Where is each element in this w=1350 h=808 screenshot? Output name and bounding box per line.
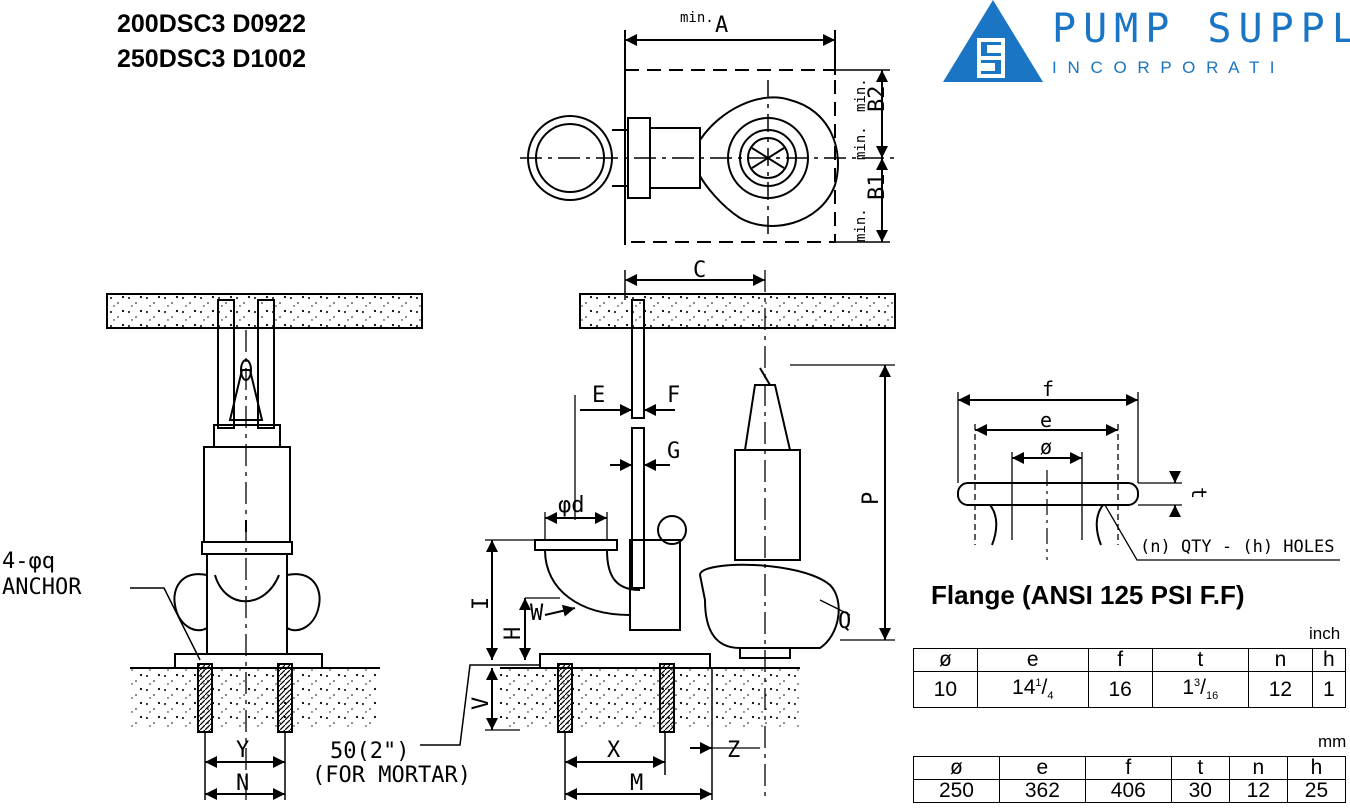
label-h: H: [501, 627, 526, 640]
flange-table-mm: ø e f t n h 250 362 406 30 12 25: [913, 756, 1347, 803]
label-e: E: [592, 383, 605, 408]
label-f: F: [667, 383, 680, 408]
cell-e: 141/4: [976, 670, 1089, 709]
header-cell: t: [1170, 756, 1230, 780]
header-cell: ø: [913, 756, 1000, 780]
flange-label-phi: ø: [1040, 435, 1052, 459]
label-n: N: [236, 771, 249, 796]
unit-inch: inch: [1309, 624, 1341, 643]
flange-title: Flange (ANSI 125 PSI F.F): [931, 580, 1245, 610]
label-min-b1-lower: min.: [853, 208, 869, 242]
cell-value: 30: [1170, 779, 1230, 803]
label-mortar-dim: 50(2"): [330, 739, 409, 764]
header-cell: n: [1228, 756, 1288, 780]
plan-view: [520, 30, 900, 245]
label-anchor: ANCHOR: [2, 575, 82, 600]
front-view: [106, 293, 423, 800]
label-mortar-note: (FOR MORTAR): [312, 763, 471, 788]
label-m: M: [630, 771, 643, 796]
table-header-row: ø e f t n h: [913, 648, 1347, 672]
header-cell: ø: [913, 648, 978, 672]
label-anchor-count: 4-φq: [2, 549, 55, 574]
label-y: Y: [236, 738, 249, 763]
table-row: 250 362 406 30 12 25: [913, 779, 1347, 803]
label-b2: B2: [865, 86, 890, 113]
logo-triangle-icon: [943, 0, 1043, 82]
header-cell: h: [1286, 756, 1347, 780]
cell-value: 250: [913, 779, 1000, 803]
cell-value: 362: [998, 779, 1086, 803]
flange-table-inch: ø e f t n h 10 141/4 16 13/16 12 1: [913, 648, 1347, 709]
label-phi-d: φd: [558, 493, 585, 518]
label-min-a: min.: [680, 10, 714, 26]
header-cell: e: [998, 756, 1086, 780]
label-i: I: [469, 597, 494, 610]
cell-value: 25: [1286, 779, 1347, 803]
header-cell: f: [1087, 648, 1153, 672]
flange-label-e: e: [1040, 408, 1052, 432]
flange-label-f: f: [1042, 377, 1054, 401]
flange-label-t: t: [1187, 487, 1211, 499]
label-min-b2: min.: [853, 78, 869, 112]
label-v: V: [469, 697, 494, 710]
header-cell: h: [1311, 648, 1347, 672]
cell-h: 1: [1311, 670, 1347, 709]
header-cell: f: [1084, 756, 1172, 780]
side-view: [420, 270, 896, 800]
label-a: A: [715, 13, 728, 38]
label-b1: B1: [865, 174, 890, 201]
header-cell: e: [976, 648, 1089, 672]
label-c: C: [693, 258, 706, 283]
model-heading: 200DSC3 D0922: [117, 10, 307, 38]
cell-value: 12: [1228, 779, 1288, 803]
header-cell: t: [1151, 648, 1250, 672]
label-z: Z: [727, 738, 740, 763]
label-p: P: [859, 492, 884, 505]
table-row: 10 141/4 16 13/16 12 1: [913, 670, 1347, 709]
table-header-row: ø e f t n h: [913, 756, 1347, 780]
cell-phi: 10: [913, 670, 978, 709]
header-cell: n: [1248, 648, 1313, 672]
unit-mm: mm: [1318, 732, 1347, 751]
label-w: W: [530, 601, 544, 626]
model-heading: 250DSC3 D1002: [117, 45, 307, 73]
label-q: Q: [838, 609, 851, 634]
cell-n: 12: [1248, 670, 1313, 709]
label-g: G: [667, 439, 680, 464]
label-x: X: [607, 738, 621, 763]
cell-t: 13/16: [1151, 670, 1250, 709]
flange-detail: [957, 392, 1340, 561]
label-min-b1: min.: [853, 126, 869, 160]
flange-holes-note: (n) QTY - (h) HOLES: [1140, 537, 1334, 557]
logo-tagline: I N C O R P O R A T I: [1052, 58, 1278, 77]
cell-f: 16: [1087, 670, 1153, 709]
cell-value: 406: [1084, 779, 1172, 803]
logo-name: PUMP SUPPL: [1052, 6, 1350, 52]
